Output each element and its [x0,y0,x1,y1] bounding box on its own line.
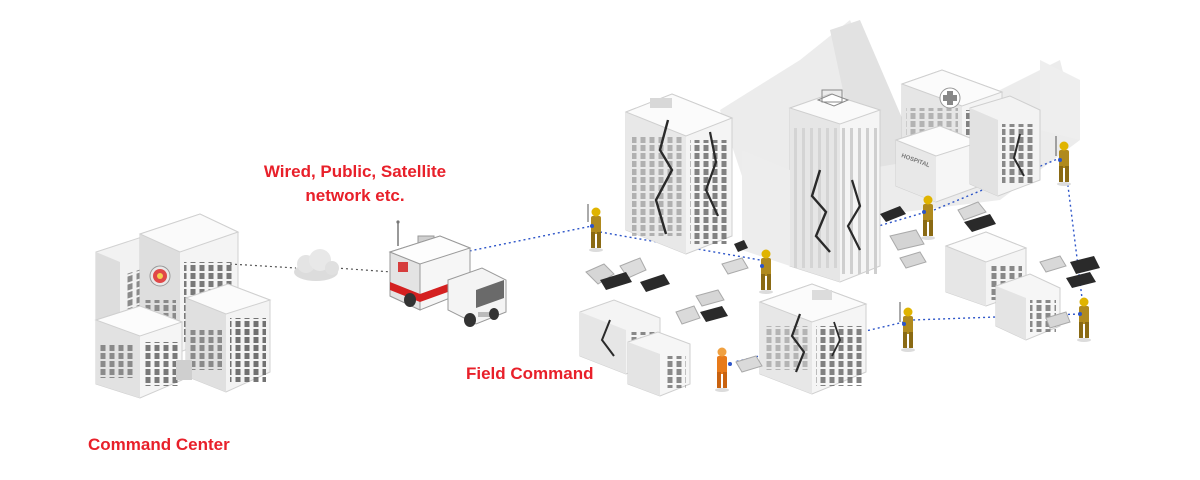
firefighter-icon [1055,136,1071,186]
damaged-tower-left [624,93,734,255]
firefighter-icon [587,204,603,252]
network-label-line1: Wired, Public, Satellite [263,162,447,181]
link-ff4-to-ff5 [1065,169,1083,299]
damaged-skyscraper [742,89,882,283]
firefighter-icon [1077,297,1091,342]
emblem-icon [149,265,171,287]
command-center-label: Command Center [88,435,230,454]
damaged-buildings-lower-left [579,299,691,397]
link-center-to-cloud [229,263,297,269]
field-command-label: Field Command [466,364,594,383]
firefighter-icon [759,249,773,294]
command-center-building [94,213,272,399]
rescue-worker-icon [715,347,732,392]
link-vehicle-to-ff1 [449,225,593,256]
damaged-building-center [758,283,868,395]
network-label-line2: network etc. [305,186,405,205]
network-label: Wired, Public, Satellite network etc. [240,160,470,208]
damaged-buildings-lower-right [944,231,1061,341]
link-cloud-to-vehicle [335,267,393,273]
link-ff5-to-ff6 [911,313,1081,321]
cloud-icon [294,249,339,281]
firefighter-icon [899,302,915,352]
medical-cross-icon [939,87,961,109]
command-vehicle-icon [388,220,507,327]
hospital-building: HOSPITAL [894,69,1041,203]
firefighter-icon [921,195,935,240]
rubble-and-cracks [585,201,1100,373]
